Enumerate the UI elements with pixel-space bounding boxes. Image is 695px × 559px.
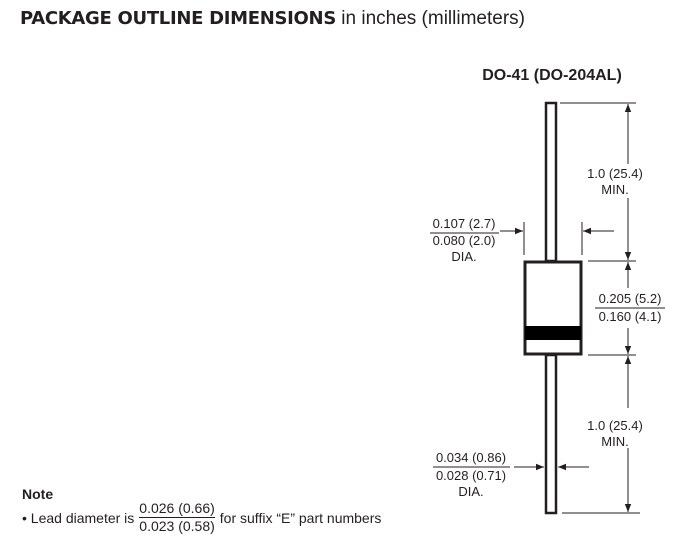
dimension-lines: [430, 102, 665, 514]
note-prefix: • Lead diameter is: [22, 509, 135, 526]
page-title: PACKAGE OUTLINE DIMENSIONS in inches (mi…: [20, 8, 525, 30]
body: [523, 260, 583, 356]
dim-body-length: 0.205 (5.2) 0.160 (4.1): [599, 291, 662, 324]
svg-text:0.160 (4.1): 0.160 (4.1): [599, 309, 662, 324]
note-max: 0.026 (0.66): [139, 500, 215, 518]
svg-text:0.080 (2.0): 0.080 (2.0): [433, 233, 496, 248]
dim-lead-length-bottom: 1.0 (25.4) MIN.: [587, 418, 643, 449]
note-bullet: • Lead diameter is 0.026 (0.66) 0.023 (0…: [22, 500, 381, 535]
note-suffix: for suffix “E” part numbers: [219, 509, 382, 526]
title-units: in inches (millimeters): [341, 8, 525, 29]
svg-text:1.0 (25.4): 1.0 (25.4): [587, 166, 643, 181]
dim-lead-diameter: 0.034 (0.86) 0.028 (0.71) DIA.: [436, 450, 506, 499]
note-heading: Note: [22, 486, 54, 502]
dim-body-diameter: 0.107 (2.7) 0.080 (2.0) DIA.: [433, 216, 496, 264]
svg-text:0.205 (5.2): 0.205 (5.2): [599, 291, 662, 306]
cathode-band: [525, 326, 581, 340]
svg-text:MIN.: MIN.: [601, 434, 628, 449]
note-fraction: 0.026 (0.66) 0.023 (0.58): [139, 500, 215, 535]
svg-text:0.107 (2.7): 0.107 (2.7): [433, 216, 496, 231]
svg-text:1.0 (25.4): 1.0 (25.4): [587, 418, 643, 433]
bottom-lead: [544, 353, 558, 515]
svg-text:MIN.: MIN.: [601, 182, 628, 197]
svg-text:DIA.: DIA.: [451, 249, 476, 264]
svg-text:0.034 (0.86): 0.034 (0.86): [436, 450, 506, 465]
diode-body: [523, 101, 583, 515]
svg-text:0.028 (0.71): 0.028 (0.71): [436, 468, 506, 483]
svg-text:DIA.: DIA.: [458, 484, 483, 499]
top-lead: [544, 101, 558, 263]
note-min: 0.023 (0.58): [139, 518, 215, 534]
title-bold: PACKAGE OUTLINE DIMENSIONS: [20, 8, 336, 29]
dim-lead-length-top: 1.0 (25.4) MIN.: [587, 166, 643, 197]
package-name: DO-41 (DO-204AL): [482, 67, 622, 84]
